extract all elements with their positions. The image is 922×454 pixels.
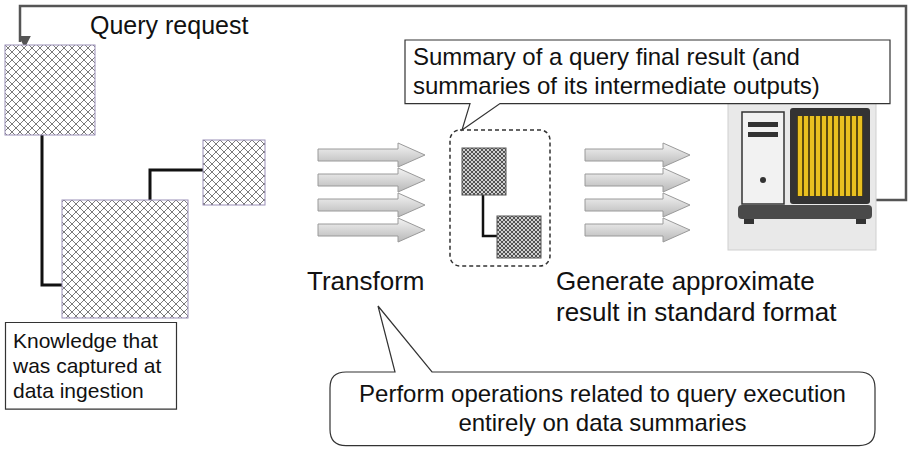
outline-path — [6, 323, 177, 410]
flow-label: Query request — [90, 10, 248, 40]
summary-group — [450, 130, 550, 266]
step-label: Transform — [307, 266, 425, 297]
block-arrows — [318, 143, 425, 242]
callout-bubble: Perform operations related to query exec… — [330, 372, 875, 446]
box-text: Summary of a query final result (and sum… — [413, 43, 882, 101]
knowledge-graph — [5, 45, 265, 318]
callout-box: Summary of a query final result (and sum… — [405, 40, 890, 104]
step-label: Generate approximate result in standard … — [556, 266, 856, 328]
box-text: Perform operations related to query exec… — [350, 380, 855, 438]
box-text: Knowledge that was captured at data inge… — [13, 328, 169, 404]
note-box: Knowledge that was captured at data inge… — [5, 322, 177, 410]
computer-icon — [728, 95, 876, 250]
outline-path — [405, 40, 890, 130]
block-arrows — [585, 143, 690, 242]
